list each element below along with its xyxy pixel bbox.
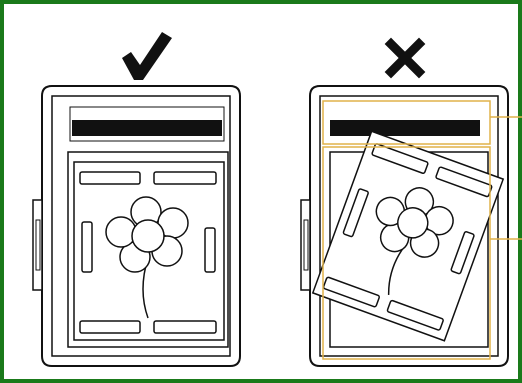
label-right — [450, 231, 475, 275]
rotated-document — [311, 130, 505, 342]
flower-drawing — [105, 196, 189, 319]
top-slot-bar — [330, 120, 480, 136]
label-left — [81, 221, 93, 273]
label-right — [204, 227, 216, 273]
checkmark-icon — [122, 32, 172, 80]
label-top-right — [153, 171, 217, 185]
guide-outlines — [322, 100, 522, 360]
device-hinge — [300, 199, 311, 291]
device-hinge — [32, 199, 43, 291]
hinge-slot — [35, 219, 41, 271]
label-bottom-left — [322, 276, 380, 308]
hinge-slot — [303, 219, 309, 271]
top-slot-bar — [72, 120, 222, 136]
panel-incorrect — [300, 37, 522, 367]
panel-correct — [32, 32, 241, 367]
guide-glass-area — [322, 146, 491, 360]
top-slot-frame — [69, 106, 225, 142]
label-bottom-right — [153, 320, 217, 334]
device-inner-border — [319, 95, 499, 357]
guide-top-slot — [322, 100, 491, 145]
label-left — [342, 188, 369, 238]
device-inner-border — [51, 95, 231, 357]
label-bottom-left — [79, 320, 141, 334]
flower-drawing — [375, 187, 454, 295]
cross-icon — [384, 37, 426, 79]
label-top-left — [371, 143, 429, 174]
label-bottom-right — [386, 299, 444, 331]
label-top-left — [79, 171, 141, 185]
